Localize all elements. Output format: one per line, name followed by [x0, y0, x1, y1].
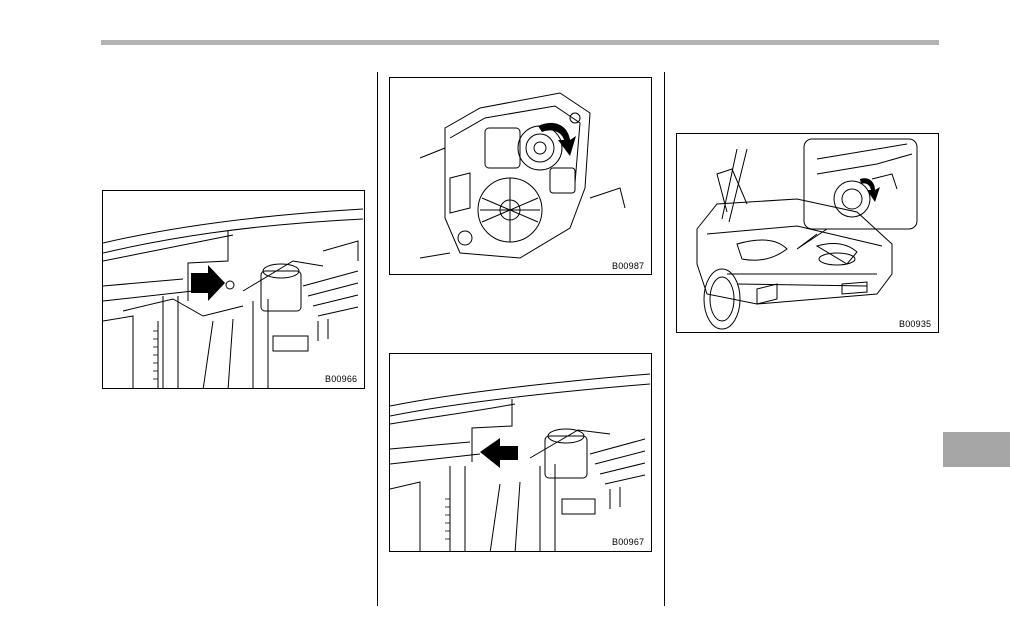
figure-code: B00966 — [325, 374, 357, 384]
car-front-illustration — [677, 134, 939, 333]
figure-code: B00935 — [899, 319, 931, 329]
figure-headlight-bulb: B00987 — [389, 77, 652, 275]
figure-engine-bay-arrow: B00966 — [102, 190, 365, 389]
headlight-illustration — [390, 78, 652, 275]
header-rule — [101, 40, 939, 45]
figure-engine-bay-arrow-reverse: B00967 — [389, 353, 652, 552]
figure-car-headlight-inset: B00935 — [676, 133, 939, 333]
chapter-tab — [943, 432, 1010, 467]
engine-bay-illustration — [390, 354, 652, 552]
figure-code: B00987 — [612, 261, 644, 271]
engine-bay-illustration — [103, 191, 365, 389]
figure-code: B00967 — [612, 537, 644, 547]
column-divider-left — [377, 72, 378, 606]
column-divider-right — [664, 72, 665, 606]
